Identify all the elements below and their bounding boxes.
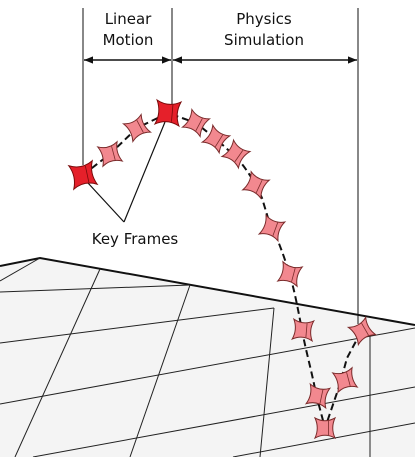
pointer-line-first — [87, 182, 125, 223]
physics-simulation-label-line1: Physics — [236, 10, 292, 28]
key-frame-marker — [67, 159, 99, 191]
frame-marker — [220, 138, 252, 170]
grid-line — [14, 268, 101, 457]
pointer-line-second — [123, 121, 166, 223]
frame-marker — [304, 382, 332, 410]
grid-line — [32, 386, 415, 457]
grid-line — [0, 257, 41, 282]
linear-motion-label-line1: Linear — [105, 10, 152, 28]
grid-line — [259, 307, 275, 457]
key-frame-pointers — [87, 121, 166, 223]
physics-simulation-label-line2: Simulation — [224, 31, 304, 49]
grid-line — [129, 284, 191, 457]
frame-markers — [67, 98, 378, 440]
floor-plane — [0, 258, 415, 457]
grid-line — [232, 422, 415, 457]
frame-marker — [121, 112, 153, 144]
span-markers — [82, 8, 359, 324]
key-frames-label: Key Frames — [92, 230, 179, 248]
grid-line — [0, 284, 191, 293]
grid-line — [0, 327, 415, 405]
frame-marker — [257, 213, 287, 243]
frame-marker — [331, 366, 359, 394]
key-frame-marker — [153, 98, 183, 128]
ground-grid — [0, 256, 415, 457]
grid-line — [0, 307, 275, 344]
linear-motion-label-line2: Motion — [103, 31, 154, 49]
grid-lines — [0, 257, 415, 457]
frame-marker — [291, 317, 315, 343]
frame-marker — [241, 170, 271, 200]
frame-marker — [200, 123, 232, 155]
frame-marker — [96, 140, 124, 168]
frame-marker — [180, 107, 212, 139]
frame-marker — [276, 260, 304, 288]
frame-marker — [313, 416, 337, 440]
frame-marker — [346, 315, 378, 347]
